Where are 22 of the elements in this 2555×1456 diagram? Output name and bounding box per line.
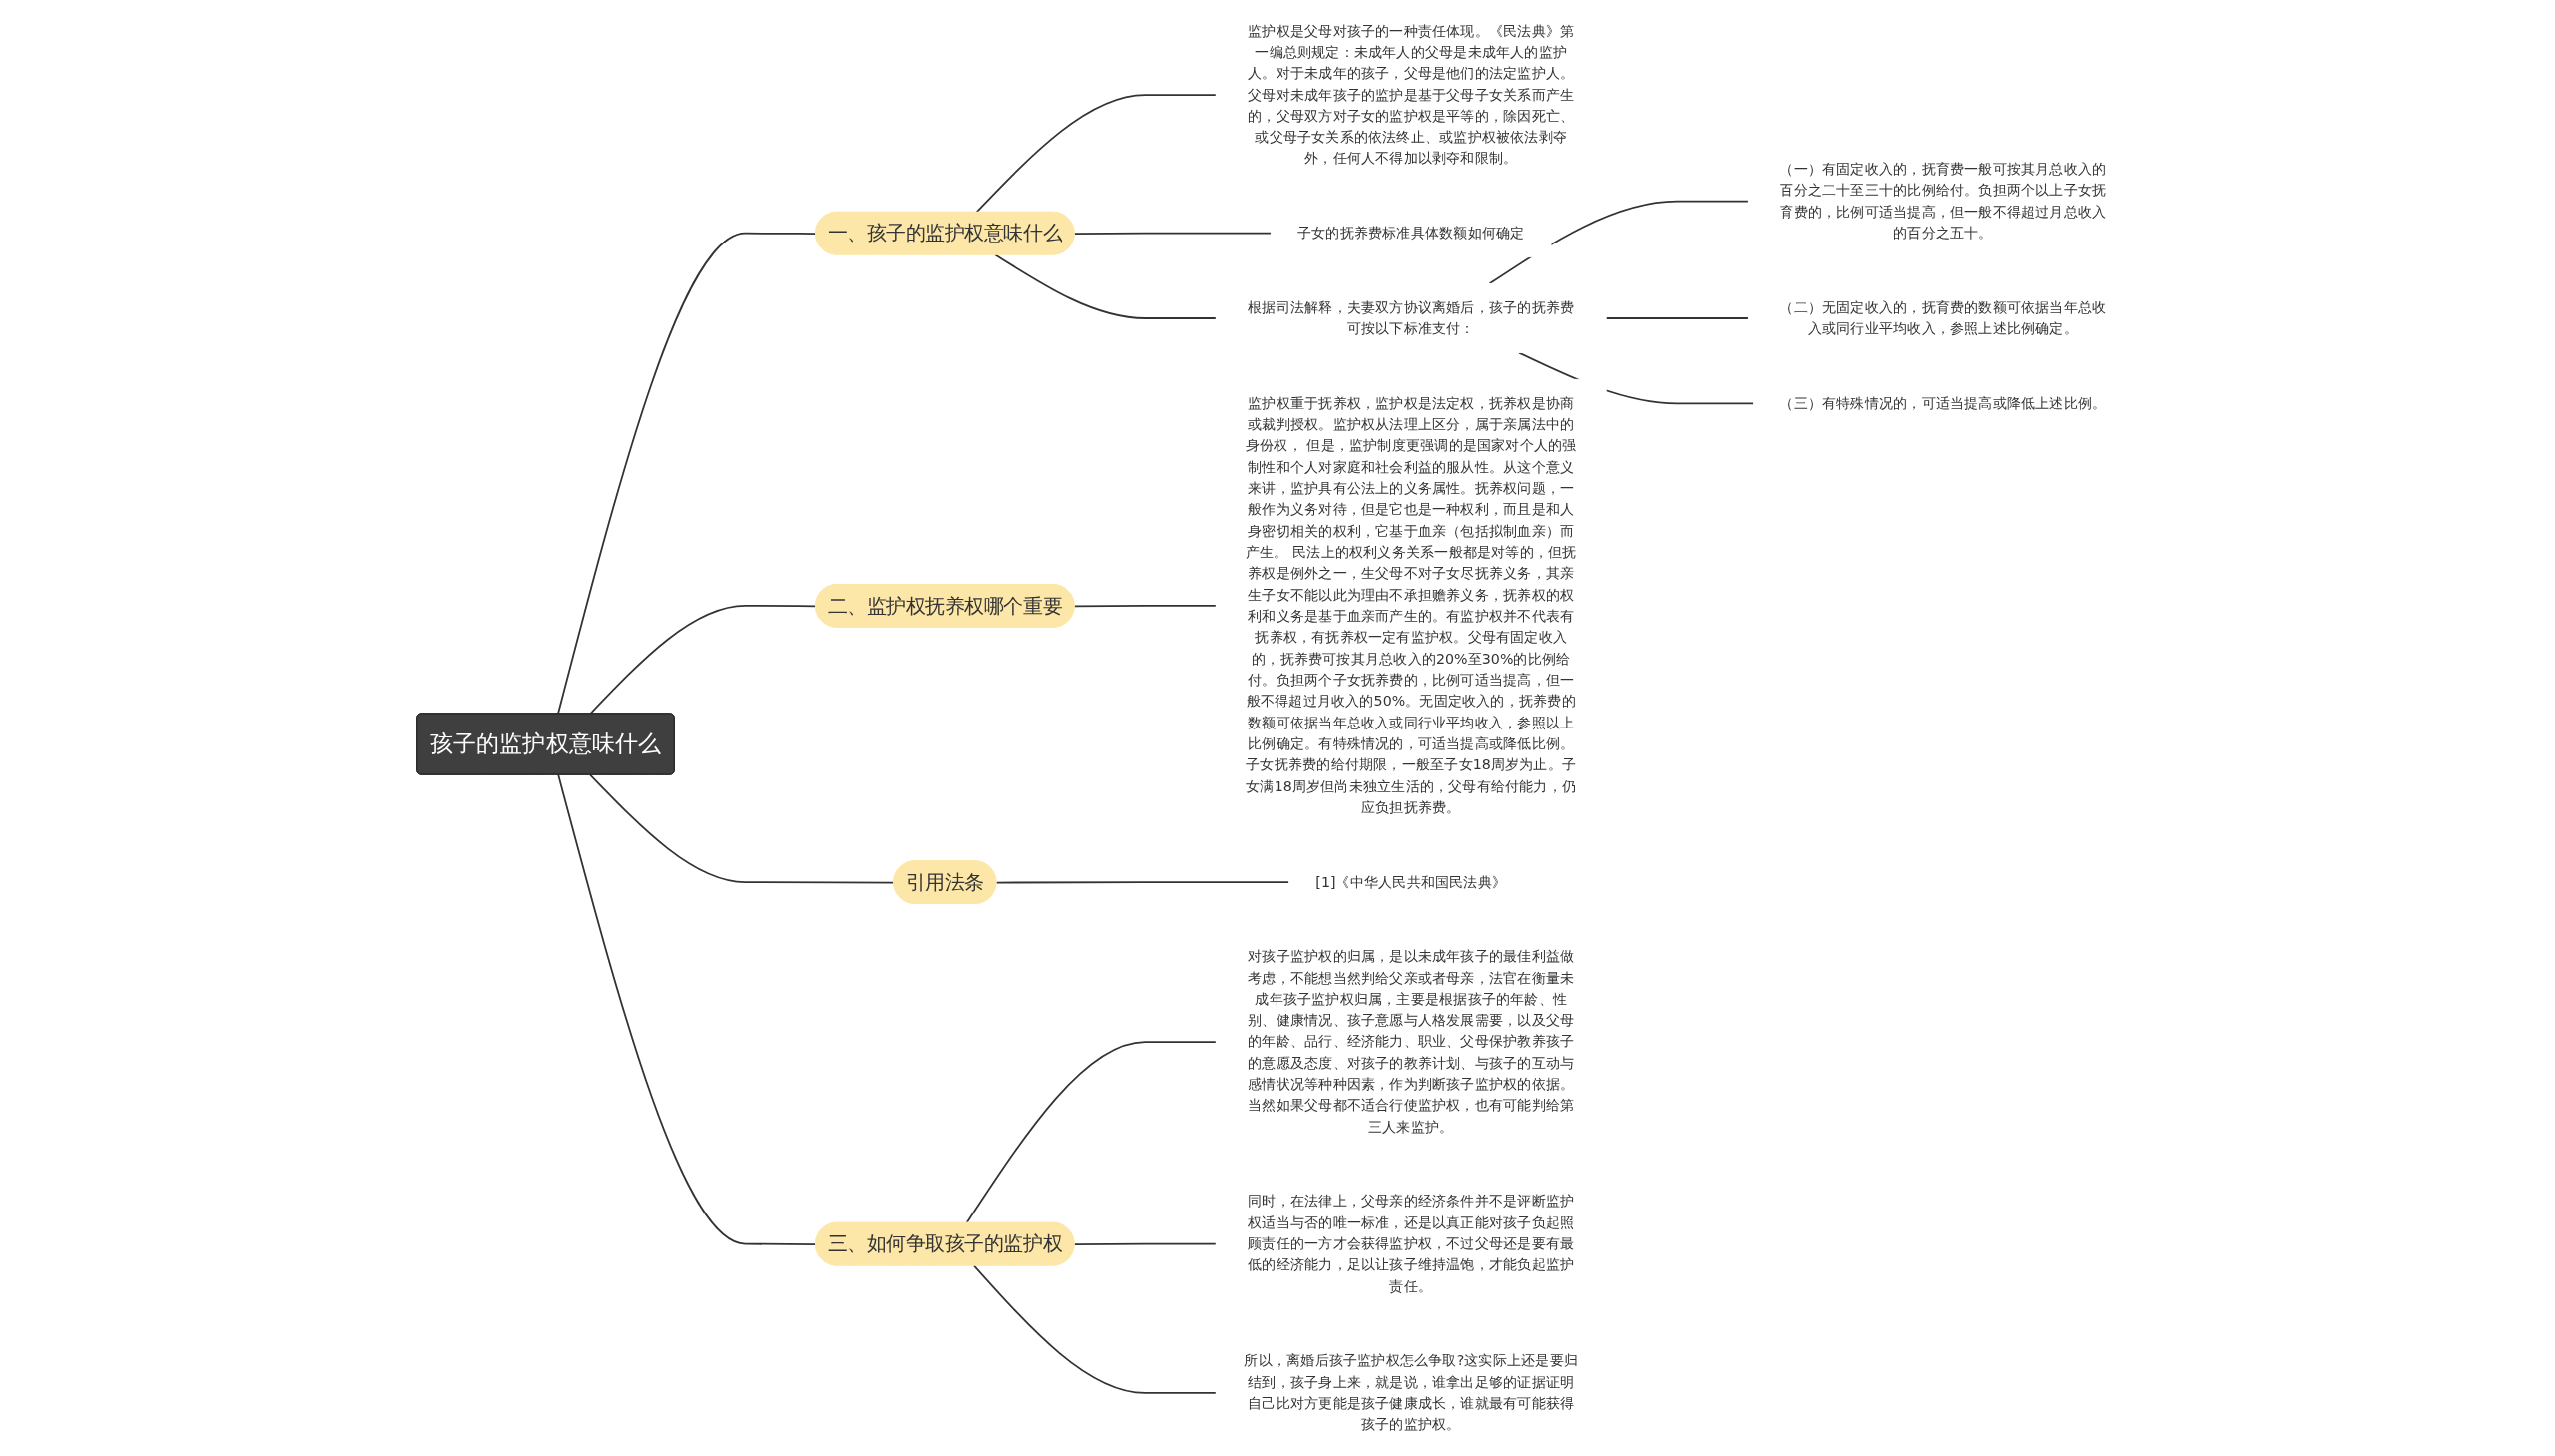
connector (1488, 200, 1750, 285)
node-text: 子女的抚养费标准具体数额如何确定 (1296, 224, 1525, 242)
node-text: 监护权重于抚养权，监护权是法定权，抚养权是协商或裁判授权。监护权从法理上区分，属于亲属法中的身份权， 但是，监护制度更强调的是国家对个人的强制性和个人对家庭和社会利益的服从性。从这个意义来讲，监护具有公法上的义务属性。抚养权问题，一般作为义务对待，但是它也是一种权利，而且是和人身密切相关的权利，它基于血亲（包括拟制血亲）而产生。 民法上的权利义务关系一般都是对等的，但抚养权是例外之一，生父母不对子女尽抚养义务，其亲生子女不能以此为理由不承担赡养义务，抚养权的权利和义务是基于血亲而产生的。有监护权并不代表有抚养权，有抚养权一定有监护权。父母有固定收入的，抚养费可按其月总收入的20%至30%的比例给付。负担两个子女抚养费的，比例可适当提高，但一般不得超过月收入的50%。无固定收入的，抚养费的数额可依据当年总收入或同行业平均收入，参照以上比例确定。有特殊情况的，可适当提高或降低比例。子女抚养费的给付期限，一般至子女18周岁为止。子女满18周岁但尚未独立生活的，父母有给付能力，仍应负担抚养费。 (1245, 394, 1577, 816)
connector (1073, 605, 1218, 608)
connector (1073, 1242, 1218, 1245)
node-text: 所以，离婚后孩子监护权怎么争取?这实际上还是要归结到，孩子身上来，就是说，谁拿出足够的证据证明自己比对方更能是孩子健康成长，谁就最有可能获得孩子的监护权。 (1244, 1352, 1578, 1433)
node-text: 同时，在法律上，父母亲的经济条件并不是评断监护权适当与否的唯一标准，还是以真正能对孩子负起照顾责任的一方才会获得监护权，不过父母还是要有最低的经济能力，足以让孩子维持温饱，才能负起监护责任。 (1248, 1193, 1575, 1295)
node-text: 对孩子监护权的归属，是以未成年孩子的最佳利益做考虑，不能想当然判给父亲或者母亲，法官在衡量未成年孩子监护权归属，主要是根据孩子的年龄、性别、健康情况、孩子意愿与人格发展需要，以及父母的年龄、品行、经济能力、职业、父母保护教养孩子的意愿及态度、对孩子的教养计划、与孩子的互动与感情状况等种种因素，作为判断孩子监护权的依据。当然如果父母都不适合行使监护权，也有可能判给第三人来监护。 (1248, 947, 1575, 1136)
node-text: [1]《中华人民共和国民法典》 (1315, 873, 1507, 891)
connector (972, 1264, 1218, 1394)
connector (1605, 317, 1750, 319)
node-text: 根据司法解释，夫妻双方协议离婚后，孩子的抚养费可按以下标准支付： (1248, 298, 1575, 337)
connector (557, 773, 817, 1245)
connector (965, 1041, 1218, 1224)
connector (994, 253, 1218, 319)
node-text: （二）无固定收入的，抚育费的数额可依据当年总收入或同行业平均收入，参照上述比例确定。 (1780, 298, 2107, 337)
node-text: （一）有固定收入的，抚育费一般可按其月总收入的百分之二十至三十的比例给付。负担两个以上子女抚育费的，比例可适当提高，但一般不得超过月总收入的百分之五十。 (1780, 160, 2107, 242)
connector (995, 881, 1290, 884)
node-text: 监护权是父母对孩子的一种责任体现。《民法典》第一编总则规定：未成年人的父母是未成年人的监护人。对于未成年的孩子，父母是他们的法定监护人。父母对未成年孩子的监护是基于父母子女关系而产生的，父母双方对子女的监护权是平等的，除因死亡、或父母子女关系的依法终止、或监护权被依法剥夺外，任何人不得加以剥夺和限制。 (1248, 22, 1575, 168)
node-text: （三）有特殊情况的，可适当提高或降低上述比例。 (1780, 394, 2107, 412)
connector (975, 94, 1218, 214)
connector (1073, 232, 1273, 235)
